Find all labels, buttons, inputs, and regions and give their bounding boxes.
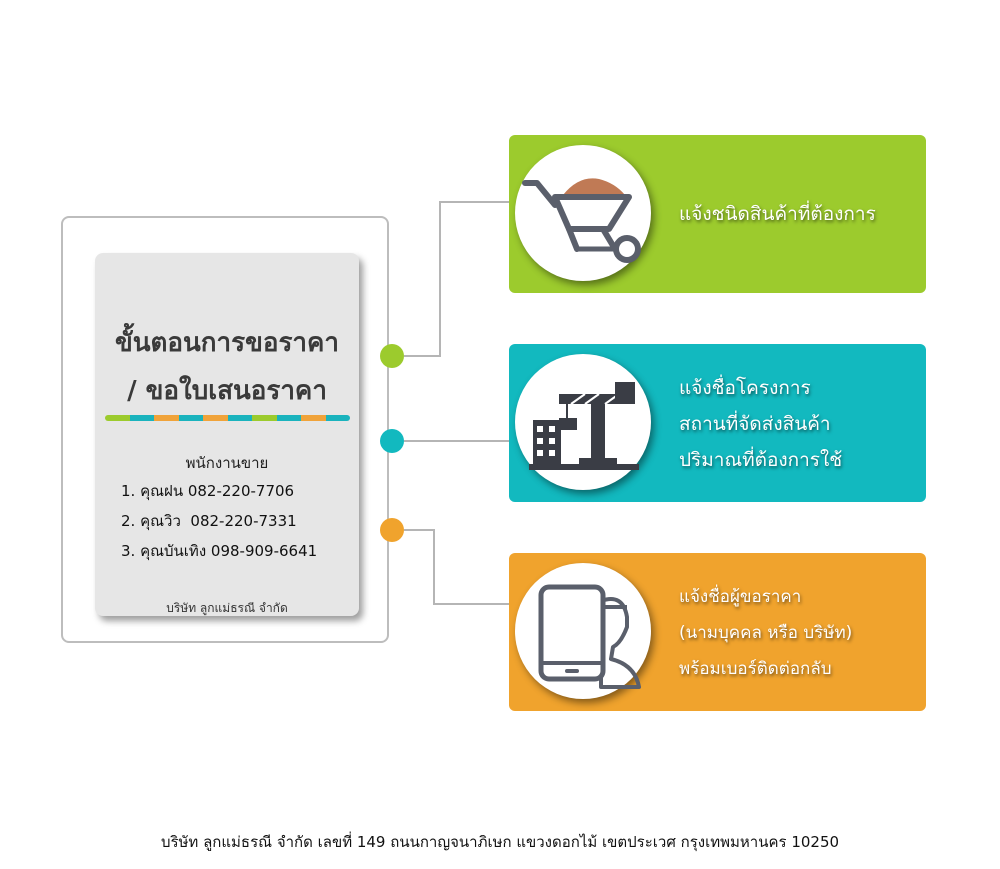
card-title: ขั้นตอนการขอราคา / ขอใบเสนอราคา [95,319,359,415]
step-line: แจ้งชื่อผู้ขอราคา [679,587,802,607]
contact-item: 2. คุณวิว 082-220-7331 [121,512,297,530]
step-dot-1 [380,344,404,368]
step-line: (นามบุคคล หรือ บริษัท) [679,623,853,643]
color-bar-segment [325,415,350,421]
step-line: ปริมาณที่ต้องการใช้ [679,449,843,471]
footer-address: บริษัท ลูกแม่ธรณี จำกัด เลขที่ 149 ถนนกา… [160,833,840,851]
construction-crane-icon [529,382,639,470]
color-bar-segment [129,415,154,421]
step-dot-3 [380,518,404,542]
connector-line-3 [404,529,509,605]
step-dot-2 [380,429,404,453]
color-bar-segment [227,415,252,421]
step-line: พร้อมเบอร์ติดต่อกลับ [679,659,832,679]
color-bar-segment [252,415,277,421]
color-bar-segment [301,415,326,421]
step-text-1: แจ้งชนิดสินค้าที่ต้องการ [679,199,876,229]
info-card: ขั้นตอนการขอราคา / ขอใบเสนอราคา พนักงานข… [95,253,359,616]
step-line: แจ้งชื่อโครงการ [679,377,811,399]
color-bar-segment [105,415,130,421]
wheelbarrow-icon [522,178,641,263]
step-text-3: แจ้งชื่อผู้ขอราคา (นามบุคคล หรือ บริษัท)… [679,579,852,687]
step-text-2: แจ้งชื่อโครงการ สถานที่จัดส่งสินค้า ปริม… [679,370,842,478]
connector-line-1 [404,201,509,357]
contact-list: 1. คุณฝน 082-220-7706 2. คุณวิว 082-220-… [121,480,317,570]
card-title-line2: / ขอใบเสนอราคา [127,376,327,406]
step-circle-2 [515,354,651,490]
step-box-2: แจ้งชื่อโครงการ สถานที่จัดส่งสินค้า ปริม… [509,344,926,502]
step-line: แจ้งชนิดสินค้าที่ต้องการ [679,203,876,225]
color-bar-segment [178,415,203,421]
color-bar-segment [154,415,179,421]
step-line: สถานที่จัดส่งสินค้า [679,413,831,435]
card-title-line1: ขั้นตอนการขอราคา [114,328,340,358]
color-divider-bar [105,415,350,421]
color-bar-segment [203,415,228,421]
phone-worker-icon [538,584,641,689]
card-company-name: บริษัท ลูกแม่ธรณี จำกัด [166,601,288,615]
step-circle-3 [515,563,651,699]
step-box-1: แจ้งชนิดสินค้าที่ต้องการ [509,135,926,293]
color-bar-segment [276,415,301,421]
sales-heading: พนักงานขาย [185,454,269,472]
contact-item: 1. คุณฝน 082-220-7706 [121,482,295,500]
step-box-3: แจ้งชื่อผู้ขอราคา (นามบุคคล หรือ บริษัท)… [509,553,926,711]
step-circle-1 [515,145,651,281]
contact-item: 3. คุณบันเทิง 098-909-6641 [121,542,318,560]
